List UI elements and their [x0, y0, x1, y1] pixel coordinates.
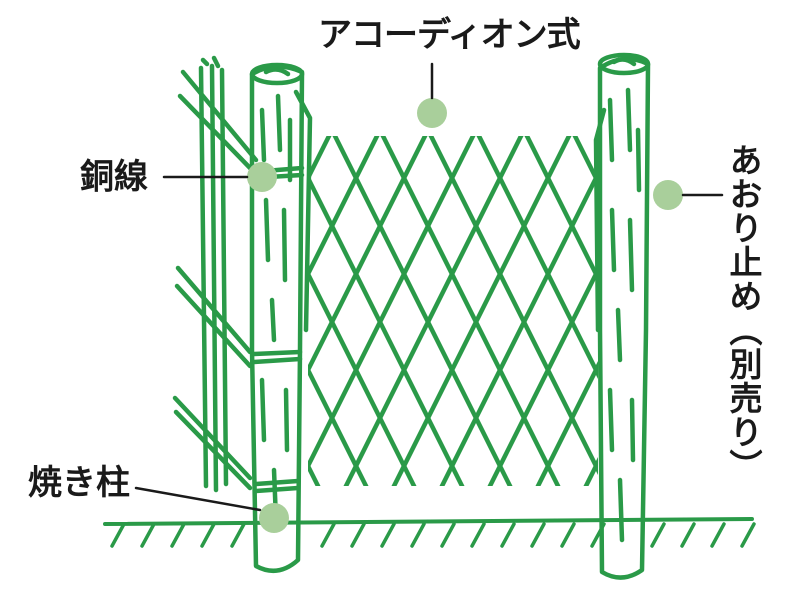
label-burnt-post: 焼き柱 — [28, 463, 130, 503]
label-accordion: アコーディオン式 — [318, 15, 581, 55]
marker-accordion — [417, 98, 447, 128]
ground-hatch-mark — [740, 522, 756, 548]
label-copper-wire: 銅線 — [80, 157, 148, 197]
label-stopper: あおり止め（別売り） — [724, 143, 763, 483]
lattice-slat — [308, 268, 417, 486]
ground-hatch-mark — [110, 522, 126, 548]
marker-stopper — [653, 180, 683, 210]
lattice-slat — [308, 136, 380, 280]
lattice-slat — [632, 130, 800, 490]
marker-copper — [247, 162, 277, 192]
lattice-slat — [0, 130, 44, 490]
ground-hatch-mark — [350, 522, 366, 548]
ground-hatch-mark — [470, 522, 486, 548]
lattice-slat — [308, 136, 428, 376]
ground-hatch-mark — [560, 522, 576, 548]
ground-hatch-mark — [680, 522, 696, 548]
ground-hatch-mark — [380, 522, 396, 548]
right-post — [593, 52, 651, 580]
ground-hatch-mark — [230, 522, 246, 548]
ground-hatch-mark — [530, 522, 546, 548]
ground-hatch-mark — [500, 522, 516, 548]
lattice-slat — [0, 130, 92, 490]
lattice-slat — [776, 130, 800, 490]
lattice-slat — [487, 264, 598, 486]
lattice-slat — [439, 168, 598, 486]
lattice-slat — [524, 136, 598, 284]
ground-hatching — [110, 522, 756, 548]
lattice-slat — [308, 172, 465, 486]
marker-post — [259, 503, 289, 533]
ground-hatch-mark — [320, 522, 336, 548]
lattice-slat — [764, 130, 800, 490]
ground-hatch-mark — [710, 522, 726, 548]
lattice-slat — [308, 460, 321, 486]
lattice-slat — [391, 136, 572, 486]
leader-lines — [134, 62, 724, 512]
lattice-slat — [428, 136, 598, 476]
ground-hatch-mark — [650, 522, 666, 548]
ground — [103, 517, 754, 526]
ground-hatch-mark — [410, 522, 426, 548]
lattice-slat — [308, 364, 369, 486]
markers — [247, 98, 683, 533]
lattice-slat — [476, 136, 598, 380]
left-post — [249, 62, 313, 574]
ground-hatch-mark — [170, 522, 186, 548]
lattice-slat — [308, 136, 476, 472]
bamboo-screen — [172, 55, 259, 493]
lattice-slat — [0, 130, 80, 490]
lattice-slat — [535, 360, 598, 486]
lattice-slat — [380, 136, 561, 486]
ground-hatch-mark — [200, 522, 216, 548]
lattice-slat — [332, 136, 513, 486]
ground-hatch-mark — [440, 522, 456, 548]
ground-hatch-mark — [140, 522, 156, 548]
accordion-lattice — [0, 130, 800, 490]
lattice-slat — [343, 136, 524, 486]
